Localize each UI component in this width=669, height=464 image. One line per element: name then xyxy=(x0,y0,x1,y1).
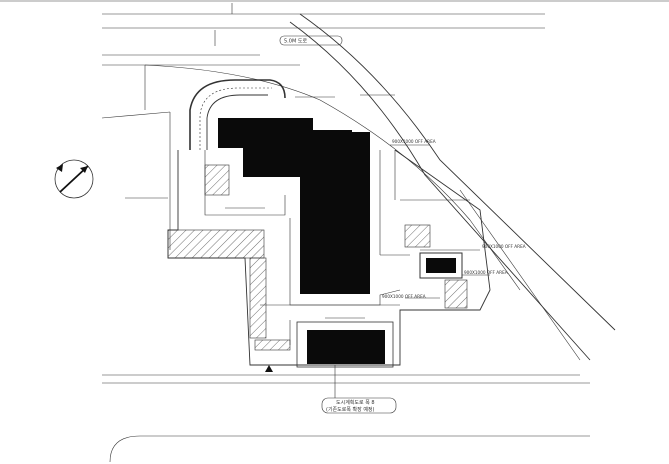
lower-building-frame xyxy=(296,321,394,368)
north-road: 5.0M 도로 xyxy=(102,3,545,66)
north-road-label-box xyxy=(279,35,343,46)
north-road-label: 5.0M 도로 xyxy=(284,39,307,45)
entry-triangle-icon xyxy=(265,365,273,372)
area-label-right-2: 900X1000 OFF AREA xyxy=(482,244,526,249)
hatched-strip-entry xyxy=(254,339,291,351)
lower-building xyxy=(307,330,385,364)
south-road-label-2: (기존도로폭 확장 예정) xyxy=(326,406,375,413)
leader-lines xyxy=(125,94,490,299)
small-building xyxy=(426,258,456,273)
south-road-label-box xyxy=(321,397,397,414)
hatched-strip-right xyxy=(444,279,468,309)
main-building xyxy=(218,118,370,294)
small-building-frame xyxy=(419,252,463,279)
area-label-right-3: 900X1000 OFF AREA xyxy=(464,270,508,275)
south-road-label-1: 도시계획도로 폭 8 xyxy=(336,399,375,406)
interior-lines xyxy=(260,150,470,345)
south-road: 도시계획도로 폭 8 (기존도로폭 확장 예정) xyxy=(109,365,590,463)
area-label-mid: 900X1000 OFF AREA xyxy=(382,294,426,299)
curved-ramp xyxy=(189,79,286,150)
hatched-column-left xyxy=(249,257,267,339)
hatched-parking-left xyxy=(167,229,265,259)
hatched-right-block xyxy=(404,224,431,248)
diagonal-boundaries xyxy=(144,13,616,361)
north-arrow-icon xyxy=(54,159,94,199)
area-label-right-1: 900X1000 OFF AREA xyxy=(392,139,436,144)
left-boundaries xyxy=(101,65,590,384)
hatched-stair-left xyxy=(204,164,230,196)
